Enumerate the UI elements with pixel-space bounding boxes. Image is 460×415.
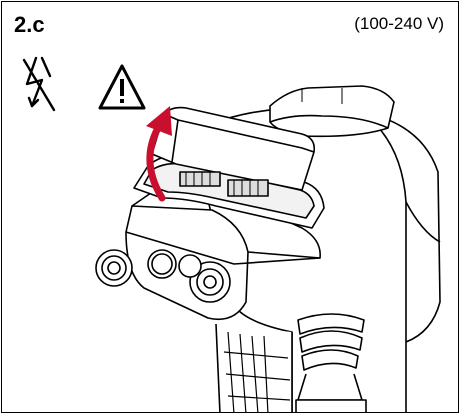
cable-gland-middle	[147, 249, 177, 279]
open-direction-arrow	[146, 106, 172, 202]
step-number: 2.c	[14, 12, 45, 37]
cable-gland-right	[178, 254, 231, 303]
voltage-range-label: (100-240 V)	[354, 14, 444, 33]
cable-gland-left	[95, 249, 133, 287]
device-body	[125, 85, 441, 412]
no-voltage-icon	[22, 56, 56, 112]
warning-triangle-icon	[98, 64, 146, 110]
